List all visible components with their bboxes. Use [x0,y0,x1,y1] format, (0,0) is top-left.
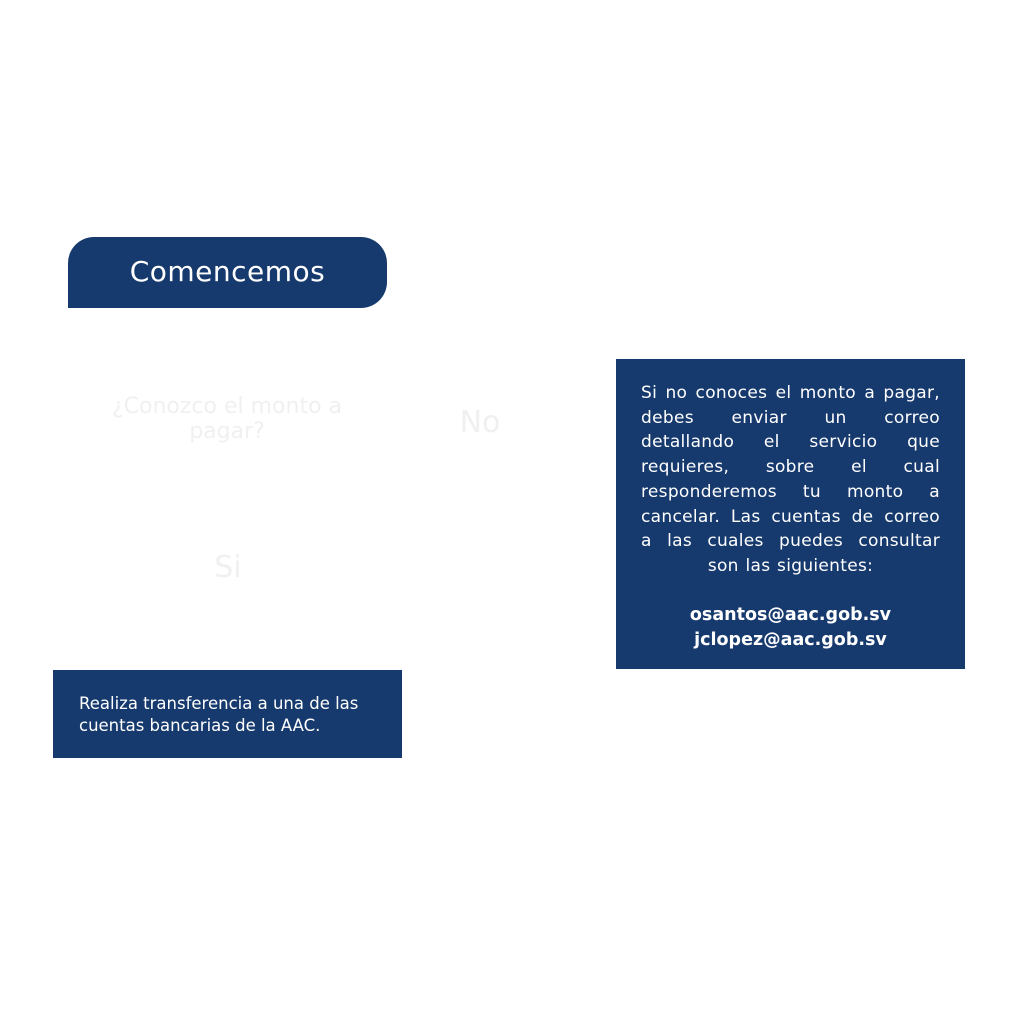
answer-no-label: No [459,405,501,440]
header-banner: Comencemos [68,237,387,308]
question-label: ¿Conozco el monto a pagar? [111,394,343,444]
no-info-box: Si no conoces el monto a pagar, debes en… [616,359,965,669]
si-info-text: Realiza transferencia a una de las cuent… [79,694,359,735]
answer-si-label: Si [214,550,242,585]
no-info-text: Si no conoces el monto a pagar, debes en… [641,383,940,576]
email-jclopez[interactable]: jclopez@aac.gob.sv [694,629,887,650]
si-info-box: Realiza transferencia a una de las cuent… [53,670,402,758]
email-list: osantos@aac.gob.sv jclopez@aac.gob.sv [641,603,940,653]
email-osantos[interactable]: osantos@aac.gob.sv [689,604,892,625]
header-title: Comencemos [129,254,326,288]
